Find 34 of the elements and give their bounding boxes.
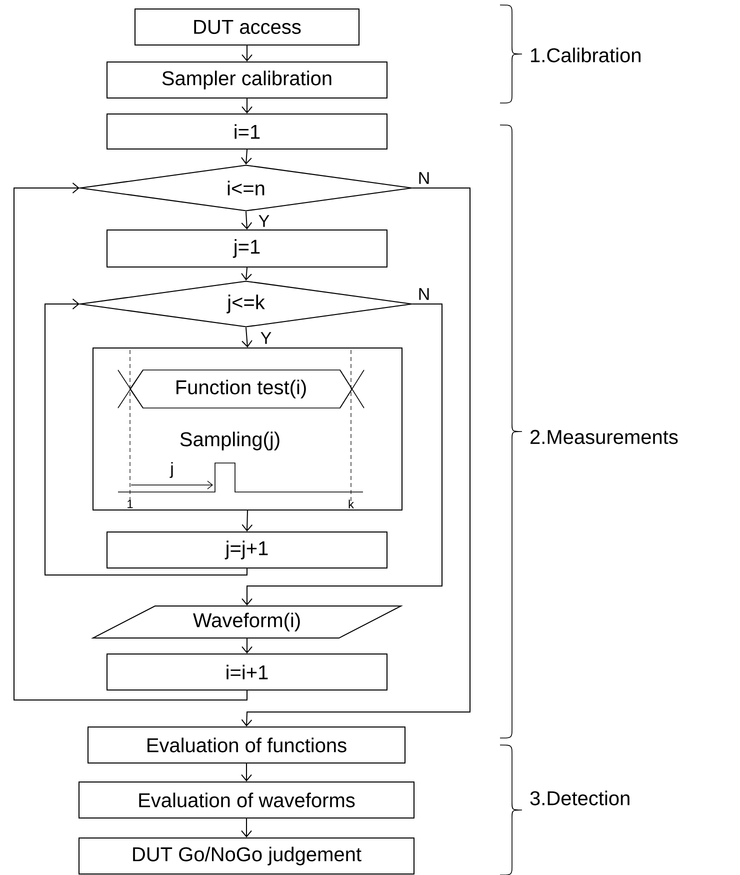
arrow (242, 304, 442, 606)
process-box: j=j+1 (106, 532, 388, 568)
arrow (242, 638, 252, 654)
index-label: j (170, 462, 173, 478)
edge-label: N (416, 287, 432, 301)
function-hexagon: Function test(i) (130, 370, 352, 408)
process-box: i=1 (106, 114, 388, 150)
arrow (240, 149, 252, 164)
tick-label: k (348, 500, 354, 508)
process-box: j=1 (106, 230, 388, 268)
arrow (242, 98, 252, 114)
arrow (44, 298, 248, 576)
process-box: Evaluation of waveforms (78, 782, 414, 818)
section-label: 3.Detection (530, 790, 630, 806)
arrow (241, 763, 252, 782)
edge-label: N (416, 171, 432, 185)
process-box: i=i+1 (106, 654, 388, 690)
arrow (241, 267, 252, 280)
process-box: Sampler calibration (106, 62, 388, 98)
section-label: 2.Measurements (530, 430, 678, 444)
arrow (14, 182, 248, 700)
process-box: DUT Go/NoGo judgement (78, 838, 414, 874)
arrow (242, 510, 253, 532)
tick-label: 1 (128, 500, 133, 508)
edge-label: Y (257, 214, 271, 228)
process-box: Evaluation of functions (88, 726, 406, 764)
arrow (242, 327, 252, 348)
section-label: 1.Calibration (531, 48, 640, 62)
arrow (241, 818, 252, 838)
arrow (241, 188, 470, 726)
arrow (241, 211, 252, 230)
process-box: DUT access (134, 8, 360, 46)
arrow (242, 45, 252, 62)
edge-label: Y (259, 331, 273, 345)
